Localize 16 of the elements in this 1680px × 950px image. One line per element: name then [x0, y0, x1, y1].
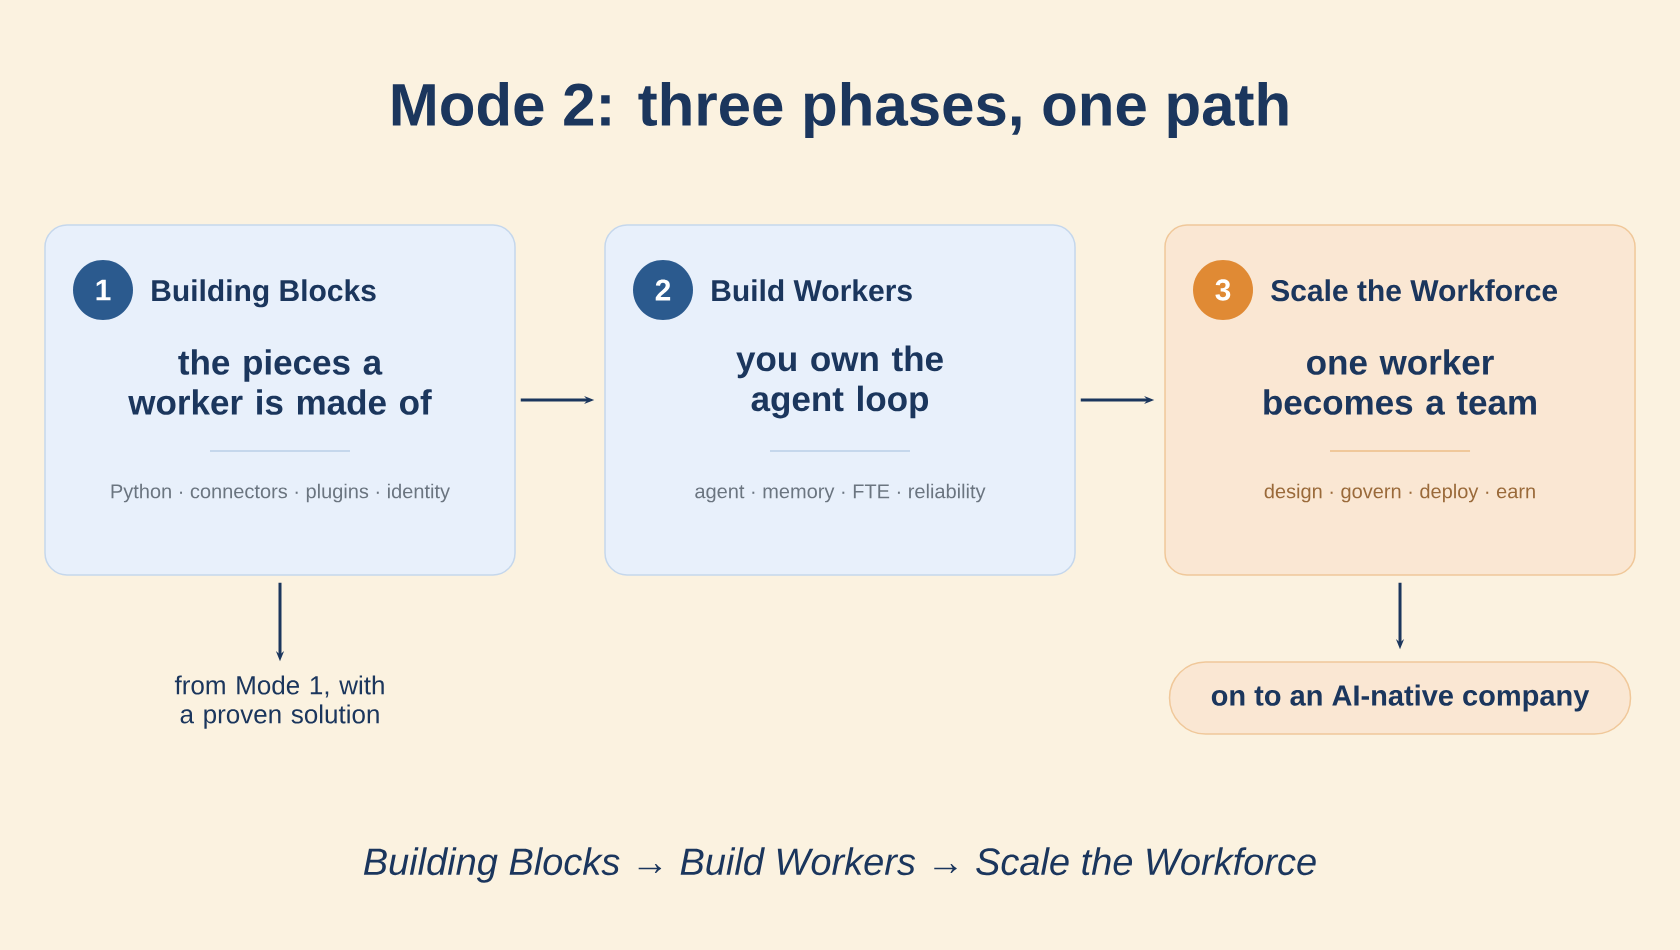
- card-body: one worker becomes a team: [1264, 349, 1536, 415]
- card-body: the pieces a worker is made of: [128, 349, 432, 415]
- note-text: from Mode 1, with a proven solution: [174, 675, 384, 729]
- tag-list: design · govern · deploy · earn: [1264, 483, 1535, 503]
- outcome-pill: on to an AI-native company: [1168, 661, 1632, 735]
- number-badge: 1: [73, 260, 133, 320]
- number-badge: 3: [1193, 260, 1253, 320]
- card-heading: Scale the Workforce: [1271, 279, 1558, 302]
- caption: Building Blocks → Build Workers → Scale the Workforce: [363, 847, 1316, 883]
- tag-list: Python · connectors · plugins · identity: [111, 483, 450, 503]
- tag-list: agent · memory · FTE · reliability: [695, 483, 986, 503]
- card-heading: Building Blocks: [152, 279, 376, 308]
- number-badge: 2: [633, 260, 693, 320]
- card-body: you own the agent loop: [736, 345, 943, 419]
- card-heading: Build Workers: [712, 279, 912, 302]
- title: Mode 2: three phases, one path: [392, 82, 1288, 138]
